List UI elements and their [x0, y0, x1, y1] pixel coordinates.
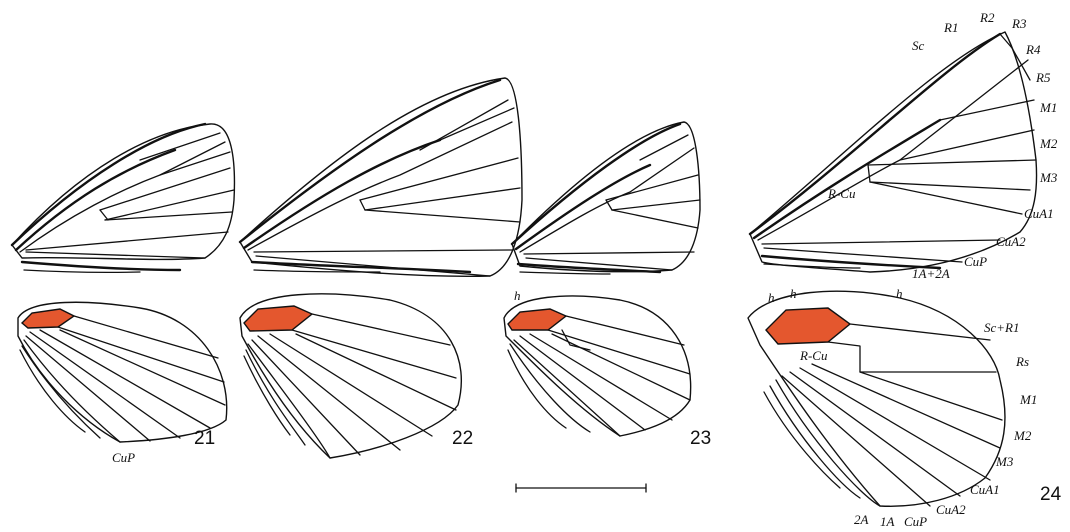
- hindwing-23: [504, 296, 691, 436]
- hindwing-21: [18, 302, 227, 442]
- figure-24: Sc R1 R2 R3 R4 R5 M1 M2 M3 CuA1 CuA2 CuP…: [748, 10, 1062, 529]
- figure-number-21: 21: [194, 428, 215, 449]
- label-r-cu-hindwing: R-Cu: [799, 348, 828, 363]
- label-r-cu-forewing: R-Cu: [827, 186, 856, 201]
- label-m3-hind: M3: [995, 454, 1014, 469]
- discal-cell-highlight: [244, 306, 312, 331]
- label-cua2: CuA2: [996, 234, 1026, 249]
- label-sc-r1: Sc+R1: [984, 320, 1019, 335]
- label-1a: 1A: [880, 514, 895, 529]
- label-r5: R5: [1035, 70, 1051, 85]
- label-2a: 2A: [854, 512, 869, 527]
- figure-22: 22: [240, 78, 522, 458]
- label-r2: R2: [979, 10, 995, 25]
- figure-23: h 23: [504, 122, 711, 449]
- discal-cell-highlight: [22, 309, 74, 328]
- label-h-23: h: [514, 288, 521, 303]
- figure-number-22: 22: [452, 428, 473, 449]
- forewing-22: [240, 78, 522, 276]
- label-m2-hind: M2: [1013, 428, 1032, 443]
- scale-bar: [516, 484, 646, 492]
- label-h-1: h: [768, 290, 775, 305]
- forewing-23: [512, 122, 700, 274]
- hindwing-22: [240, 294, 461, 458]
- label-1a-2a: 1A+2A: [912, 266, 950, 281]
- label-m1-hind: M1: [1019, 392, 1037, 407]
- label-cua2-hind: CuA2: [936, 502, 966, 517]
- label-cup-hind: CuP: [904, 514, 927, 529]
- label-cua1-hind: CuA1: [970, 482, 1000, 497]
- label-cup: CuP: [964, 254, 987, 269]
- forewing-21: [12, 124, 234, 272]
- label-r4: R4: [1025, 42, 1041, 57]
- discal-cell-highlight: [508, 309, 566, 330]
- label-h-3: h: [896, 286, 903, 301]
- hindwing-24: [748, 291, 1005, 506]
- forewing-24: [750, 32, 1037, 272]
- label-m3: M3: [1039, 170, 1058, 185]
- label-cup-21: CuP: [112, 450, 135, 465]
- label-m2: M2: [1039, 136, 1058, 151]
- figure-number-23: 23: [690, 428, 711, 449]
- label-sc: Sc: [912, 38, 925, 53]
- discal-cell-highlight: [766, 308, 850, 344]
- label-cua1: CuA1: [1024, 206, 1054, 221]
- label-rs: Rs: [1015, 354, 1029, 369]
- label-r1: R1: [943, 20, 958, 35]
- label-h-2: h: [790, 286, 797, 301]
- figure-number-24: 24: [1040, 484, 1062, 505]
- label-r3: R3: [1011, 16, 1027, 31]
- label-m1: M1: [1039, 100, 1057, 115]
- figure-21: 21 CuP: [12, 124, 234, 465]
